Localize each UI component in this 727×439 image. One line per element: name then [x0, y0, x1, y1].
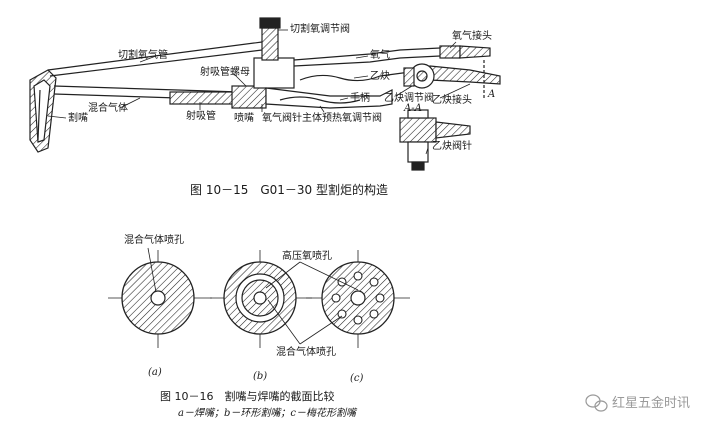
figure2-caption: 图 10－16 割嘴与焊嘴的截面比较 — [160, 390, 335, 403]
section-diagram-c — [306, 250, 410, 348]
label-injector-tube: 射吸管 — [186, 111, 216, 122]
label-oxygen: 氧气 — [370, 50, 390, 61]
label-nozzle-needle: 喷嘴 — [234, 113, 254, 124]
label-diagram-b: (b) — [253, 371, 268, 382]
label-cutting-oxygen-valve: 切割氧调节阀 — [290, 24, 350, 35]
section-diagram-b — [210, 250, 312, 348]
label-acetylene-fitting: 乙炔接头 — [432, 95, 472, 106]
label-oxygen-valve-needle: 氧气阀针 — [262, 113, 302, 124]
figure1-caption: 图 10－15 G01－30 型割炬的构造 — [190, 183, 389, 197]
label-high-pressure-oxygen-hole: 高压氧喷孔 — [282, 251, 332, 262]
label-main-preheat-valve: 主体预热氧调节阀 — [302, 113, 382, 124]
label-mixed-gas-hole-bottom: 混合气体喷孔 — [276, 347, 336, 358]
section-diagram-a — [108, 250, 212, 348]
label-acetylene-valve: 乙炔调节阀 — [384, 93, 434, 104]
wechat-icon — [585, 394, 608, 412]
cutting-torch-drawing — [29, 17, 501, 171]
label-mixed-gas: 混合气体 — [88, 103, 128, 114]
label-nozzle: 割嘴 — [68, 113, 88, 124]
label-handle: 手柄 — [350, 93, 370, 104]
figure2-subcaption: a－焊嘴；b－环形割嘴；c－梅花形割嘴 — [178, 408, 356, 419]
watermark-text: 红星五金时讯 — [612, 396, 691, 411]
figure1-leader-lines — [47, 29, 471, 155]
label-mixed-gas-hole-top: 混合气体喷孔 — [124, 235, 184, 246]
label-section-mark: A — [488, 89, 496, 100]
label-injector-nut: 射吸管螺母 — [200, 67, 250, 78]
figure2-leader-lines — [147, 247, 359, 345]
label-acetylene: 乙炔 — [370, 71, 390, 82]
label-section-aa: A-A — [404, 103, 422, 114]
label-diagram-c: (c) — [350, 373, 364, 384]
label-cutting-oxygen-tube: 切割氧气管 — [118, 50, 168, 61]
label-diagram-a: (a) — [148, 367, 162, 378]
label-acetylene-needle: 乙炔阀针 — [432, 141, 472, 152]
label-oxygen-fitting: 氧气接头 — [452, 31, 492, 42]
